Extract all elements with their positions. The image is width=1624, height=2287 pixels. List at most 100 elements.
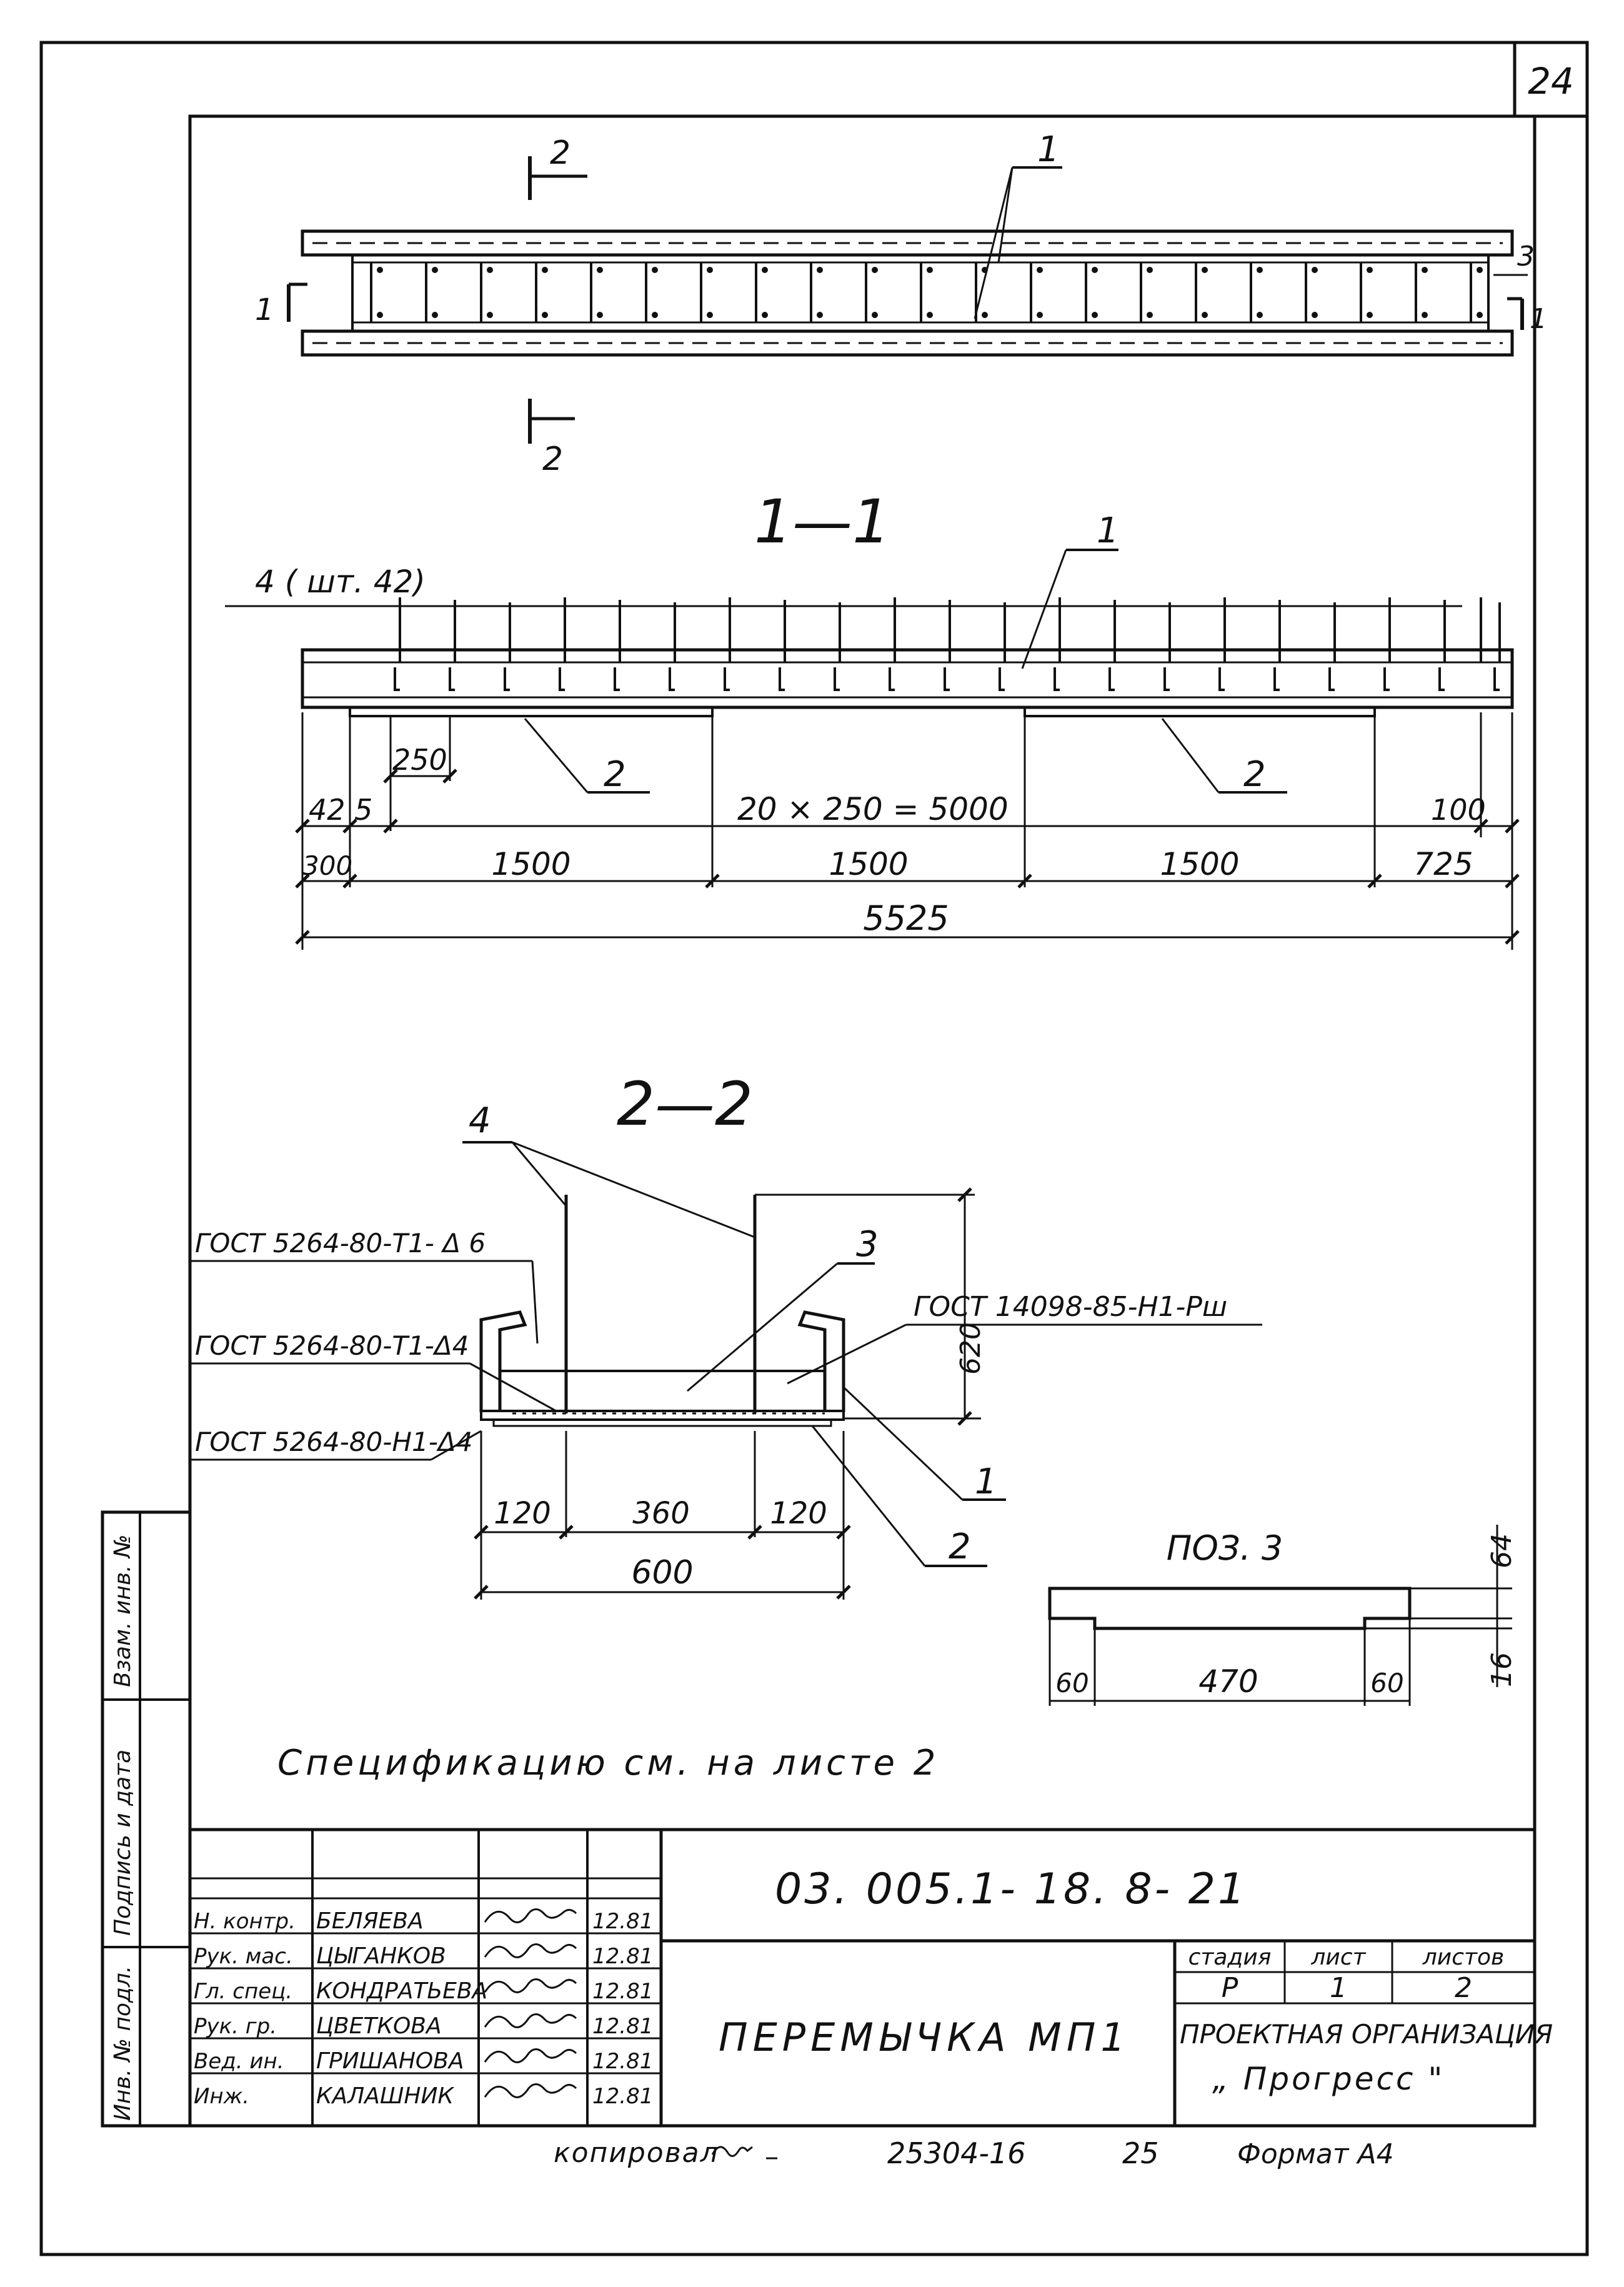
title-block-signature	[484, 1978, 577, 1993]
pos-3-title: ПОЗ. 3	[1167, 1528, 1283, 1568]
title-block-sheet-label: лист	[1310, 1945, 1366, 1970]
plan-rung	[755, 261, 772, 324]
section-1-1-rod	[999, 602, 1006, 691]
pos-3-dim-16: 16	[1486, 1652, 1518, 1687]
section-1-1-callout-4: 4 ( шт. 42)	[255, 564, 426, 600]
section-1-1-rod	[504, 602, 511, 691]
plan-rung	[810, 261, 827, 324]
footer-format: Формат А4	[1237, 2138, 1394, 2170]
section-1-1-dim-1500-a: 1500	[491, 846, 570, 882]
title-block-stage: Р	[1222, 1972, 1238, 2004]
plan-rung	[1250, 261, 1267, 324]
title-block-name: ПЕРЕМЫЧКА МП1	[719, 2015, 1130, 2060]
sheet-number-box	[1513, 41, 1589, 118]
section-2-2-bottom-plate	[480, 1410, 845, 1421]
plan-rung	[1085, 261, 1102, 324]
title-block-org-line2: „ Прогресс "	[1212, 2061, 1445, 2097]
section-2-2-dim-360: 360	[632, 1496, 690, 1531]
section-2-2: 2—2 4 3 ГОСТ 5264-80-Т1- Δ 6 ГОСТ 5264-8…	[190, 1069, 1262, 1600]
section-2-2-weld-4: ГОСТ 14098-85-Н1-Рш	[914, 1291, 1227, 1323]
section-1-1-rod	[889, 597, 896, 691]
plan-rung	[1305, 261, 1322, 324]
footer-copied-signature	[711, 2146, 777, 2160]
section-1-1-rod	[1328, 602, 1336, 691]
plan-rung	[1360, 261, 1377, 324]
title-block-signature	[484, 1908, 577, 1923]
section-2-2-title: 2—2	[617, 1069, 753, 1139]
section-2-2-dim-ticks	[474, 1187, 972, 1600]
section-1-1-callout-2-right: 2	[1243, 754, 1266, 795]
section-1-1-plate-left	[349, 706, 714, 717]
section-2-2-callout-2: 2	[949, 1527, 971, 1567]
section-1-1-dim-425: 42 5	[309, 793, 372, 827]
pos-3-dim-60-a: 60	[1055, 1668, 1088, 1698]
title-block-signature	[484, 2013, 577, 2028]
section-1-1-rod	[834, 602, 841, 691]
section-1-1-dim-1500-b: 1500	[829, 846, 908, 882]
title-block-code: 03. 005.1- 18. 8- 21	[775, 1865, 1247, 1914]
section-1-1: 1—1 4 ( шт. 42) 1 2 2 250	[225, 487, 1520, 950]
title-block-org-line1: ПРОЕКТНАЯ ОРГАНИЗАЦИЯ	[1180, 2019, 1553, 2050]
section-1-1-dim-ticks	[295, 769, 1520, 945]
section-1-1-rod	[1108, 600, 1116, 691]
section-1-1-rod	[779, 600, 786, 691]
section-2-2-weld-3: ГОСТ 5264-80-Н1-Δ4	[195, 1427, 472, 1457]
plan-top-channel	[301, 229, 1514, 257]
plan-section-mark-top: 2	[550, 134, 570, 172]
side-stamp-vzam-inv: Взам. инв. №	[110, 1535, 136, 1687]
title-block-stage-label: стадия	[1188, 1945, 1272, 1970]
pos-3-dim-470: 470	[1198, 1663, 1258, 1700]
pos-3-dim-64: 64	[1486, 1533, 1518, 1568]
section-1-1-rod	[1383, 597, 1391, 691]
section-1-1-rod	[1163, 602, 1171, 691]
pos-3-detail: ПОЗ. 3 64 16 60 470 60	[1048, 1525, 1518, 1706]
plan-rung	[975, 261, 992, 324]
plan-rungs	[351, 255, 1490, 331]
section-1-1-rod	[1054, 597, 1061, 691]
section-1-1-rod	[1218, 597, 1226, 691]
title-block-date: 12.81	[592, 2084, 653, 2109]
specification-note: Спецификацию см. на листе 2	[277, 1743, 939, 1783]
plan-rung	[425, 261, 442, 324]
sheet-number: 24	[1528, 60, 1574, 102]
section-1-1-dim-total: 5525	[863, 899, 949, 938]
section-2-2-weld-2: ГОСТ 5264-80-Т1-Δ4	[195, 1330, 469, 1361]
footer-order-no: 25304-16	[887, 2136, 1025, 2170]
section-1-1-dim-300: 300	[302, 850, 352, 881]
section-1-1-beam	[301, 648, 1514, 709]
title-block-person: ЦЫГАНКОВ	[316, 1943, 446, 1969]
plan-rung	[370, 261, 387, 324]
section-2-2-callout-1: 1	[975, 1462, 997, 1502]
plan-rung	[1470, 261, 1487, 324]
section-1-1-rod	[944, 600, 951, 691]
title-block-role: Вед. ин.	[194, 2049, 284, 2074]
section-1-1-rod	[669, 602, 676, 691]
title-block-date: 12.81	[592, 2049, 653, 2074]
section-2-2-weld-1: ГОСТ 5264-80-Т1- Δ 6	[195, 1228, 486, 1258]
section-1-1-dim-725: 725	[1413, 846, 1473, 882]
title-block-person: КОНДРАТЬЕВА	[316, 1978, 487, 2004]
section-1-1-rod	[559, 597, 566, 691]
section-2-2-dim-120-a: 120	[494, 1496, 551, 1531]
title-block-role: Рук. гр.	[194, 2014, 277, 2039]
title-block-person: ЦВЕТКОВА	[316, 2013, 442, 2039]
section-1-1-rod	[449, 600, 456, 691]
title-block-sheets-label: листов	[1422, 1945, 1504, 1970]
plan-rung	[920, 261, 937, 324]
plan-rung	[535, 261, 552, 324]
title-block-sheets: 2	[1455, 1972, 1472, 2004]
section-1-1-title: 1—1	[754, 487, 890, 557]
plan-rung	[480, 261, 497, 324]
plan-rung	[1140, 261, 1157, 324]
section-1-1-dim-pitch: 20 × 250 = 5000	[737, 791, 1009, 827]
plan-view: 1 3 1 1 2 2	[255, 129, 1547, 478]
section-1-1-dim-250: 250	[392, 743, 447, 777]
section-1-1-callout-1: 1	[1097, 511, 1119, 551]
footer-page: 25	[1122, 2136, 1159, 2170]
title-block-role: Н. контр.	[194, 1909, 296, 1934]
plan-rung	[590, 261, 607, 324]
section-1-1-rod	[394, 597, 401, 691]
